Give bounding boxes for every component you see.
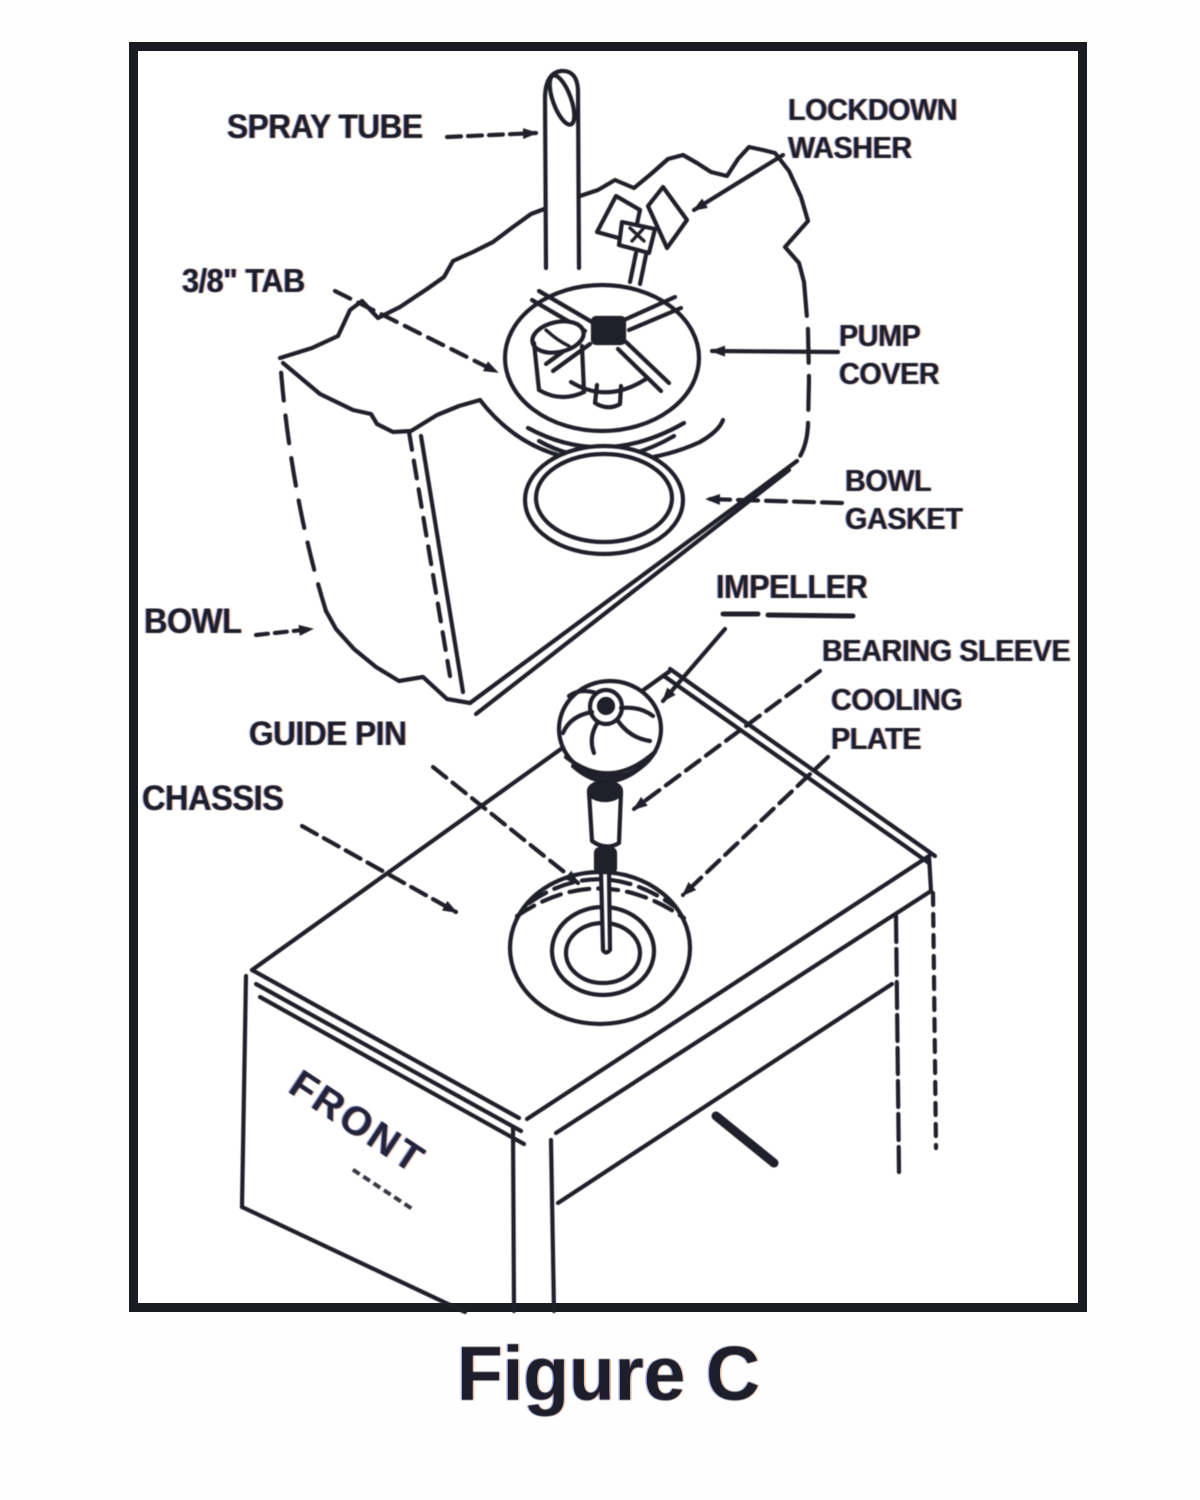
- impeller-drawing: [556, 678, 664, 784]
- bearing-sleeve-drawing: [586, 779, 624, 849]
- label-plate: PLATE: [831, 721, 922, 756]
- bearing-sleeve-leader: [631, 668, 823, 812]
- label-gasket: GASKET: [845, 501, 963, 536]
- label-bearing-sleeve: BEARING SLEEVE: [822, 633, 1071, 668]
- spray-tube-leader: [444, 128, 539, 140]
- figure-caption: Figure C: [457, 1331, 760, 1417]
- lockdown-washer-drawing: [594, 184, 690, 287]
- label-cover: COVER: [839, 356, 940, 391]
- guide-pin-drawing: [593, 846, 618, 955]
- label-cooling: COOLING: [831, 682, 963, 717]
- label-spray-tube: SPRAY TUBE: [227, 108, 423, 146]
- cooling-plate-leader: [680, 754, 831, 898]
- chassis-leader: [299, 823, 459, 915]
- spray-tube-drawing: [542, 68, 582, 271]
- pump-cover-drawing: [502, 282, 702, 460]
- bowl-leader: [253, 624, 315, 638]
- guide-pin-leader: [430, 764, 581, 886]
- bowl-gasket-drawing: [522, 443, 686, 557]
- label-bowl-g: BOWL: [845, 463, 932, 498]
- impeller-leader: [660, 626, 728, 704]
- impeller-underline: [720, 611, 856, 619]
- label-bowl: BOWL: [144, 602, 242, 641]
- bowl-gasket-leader: [704, 493, 845, 506]
- label-tab: 3/8" TAB: [182, 262, 305, 299]
- pump-cover-leader: [709, 345, 841, 357]
- label-pump: PUMP: [839, 318, 921, 353]
- stray-mark: [711, 1111, 779, 1168]
- leader-lines: [253, 128, 845, 915]
- label-chassis: CHASSIS: [142, 779, 284, 818]
- label-impeller: IMPELLER: [716, 568, 868, 605]
- label-lockdown: LOCKDOWN: [788, 92, 958, 127]
- label-washer: WASHER: [788, 130, 912, 165]
- tab-leader: [332, 288, 500, 375]
- label-guide-pin: GUIDE PIN: [249, 715, 407, 753]
- lockdown-washer-leader: [691, 152, 786, 213]
